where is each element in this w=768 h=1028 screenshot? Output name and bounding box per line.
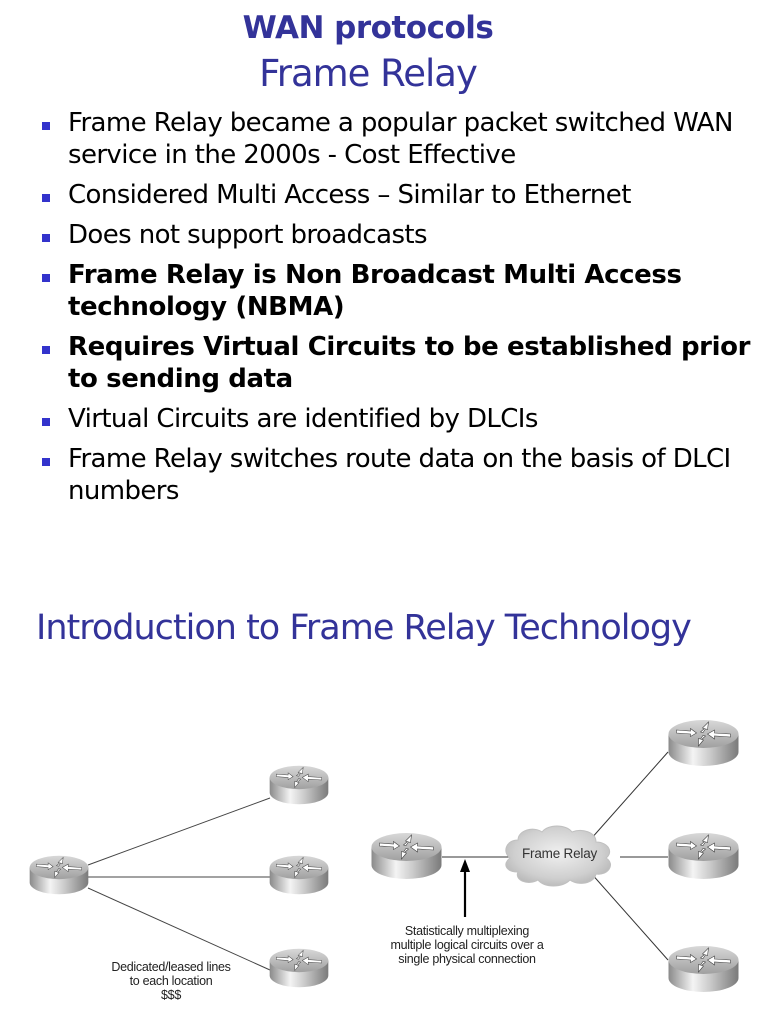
bullet-text: Frame Relay is Non Broadcast Multi Acces… [68, 260, 682, 322]
bullet-text: Virtual Circuits are identified by DLCIs [68, 404, 538, 434]
square-bullet-icon [42, 122, 50, 130]
bullet-item: Frame Relay is Non Broadcast Multi Acces… [40, 259, 760, 323]
leased-lines [87, 797, 271, 971]
cloud-icon [505, 825, 611, 887]
square-bullet-icon [42, 274, 50, 282]
router-icon [269, 765, 329, 805]
router-icon [371, 832, 442, 880]
bullet-list: Frame Relay became a popular packet swit… [40, 107, 760, 515]
label-line: Dedicated/leased lines [111, 960, 231, 974]
section-title: Introduction to Frame Relay Technology [36, 608, 692, 648]
slide-title: WAN protocols [242, 10, 494, 46]
router-icon [668, 832, 739, 880]
network-diagram: Frame Relay Dedicated/leased lines to ea… [0, 690, 768, 1024]
router-icon [668, 719, 739, 767]
slide-subtitle: Frame Relay [259, 52, 478, 95]
bullet-item: Requires Virtual Circuits to be establis… [40, 331, 760, 395]
bullet-text: Considered Multi Access – Similar to Eth… [68, 180, 631, 210]
leased-lines-label: Dedicated/leased lines to each location … [86, 960, 256, 1002]
bullet-item: Virtual Circuits are identified by DLCIs [40, 403, 760, 435]
router-icon [29, 855, 89, 895]
square-bullet-icon [42, 346, 50, 354]
square-bullet-icon [42, 194, 50, 202]
label-line: multiple logical circuits over a [390, 938, 544, 952]
cloud-label: Frame Relay [522, 846, 598, 861]
router-icon [668, 945, 739, 993]
router-icon [269, 855, 329, 895]
square-bullet-icon [42, 234, 50, 242]
square-bullet-icon [42, 418, 50, 426]
bullet-item: Frame Relay switches route data on the b… [40, 443, 760, 507]
diagram-graphics [29, 719, 739, 993]
bullet-text: Requires Virtual Circuits to be establis… [68, 332, 750, 394]
square-bullet-icon [42, 458, 50, 466]
frame-relay-links [442, 751, 669, 961]
label-line: single physical connection [398, 952, 536, 966]
label-line: Statistically multiplexing [404, 924, 530, 938]
label-line: to each location [129, 974, 213, 988]
bullet-item: Does not support broadcasts [40, 219, 760, 251]
arrow-up-icon [460, 859, 470, 917]
label-line: $$$ [161, 988, 181, 1002]
bullet-text: Does not support broadcasts [68, 220, 428, 250]
router-icon [269, 948, 329, 988]
bullet-item: Frame Relay became a popular packet swit… [40, 107, 760, 171]
bullet-text: Frame Relay became a popular packet swit… [68, 108, 733, 170]
multiplexing-label: Statistically multiplexing multiple logi… [362, 924, 572, 966]
bullet-text: Frame Relay switches route data on the b… [68, 444, 731, 506]
bullet-item: Considered Multi Access – Similar to Eth… [40, 179, 760, 211]
